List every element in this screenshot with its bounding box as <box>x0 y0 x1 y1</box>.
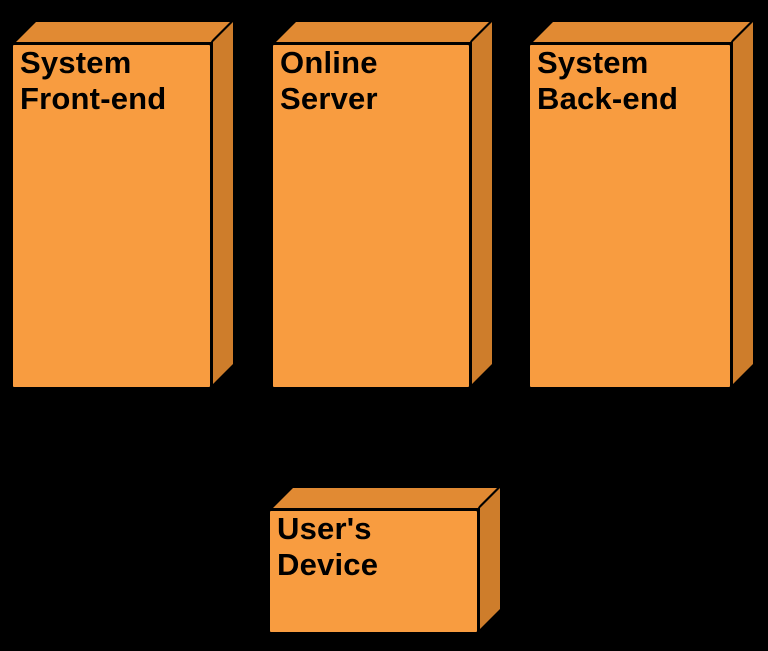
node-front-face <box>527 42 733 390</box>
node-users-device[interactable]: User's Device <box>267 482 506 635</box>
node-front-face <box>10 42 213 390</box>
node-online-server[interactable]: Online Server <box>270 16 498 390</box>
node-system-back-end[interactable]: System Back-end <box>527 16 759 390</box>
node-side-face <box>210 16 236 390</box>
node-front-face <box>267 508 480 635</box>
node-front-face <box>270 42 472 390</box>
node-system-front-end[interactable]: System Front-end <box>10 16 239 390</box>
node-side-face <box>730 16 756 390</box>
node-label: System Front-end <box>20 45 167 116</box>
node-side-face <box>477 482 503 635</box>
node-label: System Back-end <box>537 45 679 116</box>
node-label: User's Device <box>277 511 379 582</box>
node-side-face <box>469 16 495 390</box>
node-label: Online Server <box>280 45 378 116</box>
